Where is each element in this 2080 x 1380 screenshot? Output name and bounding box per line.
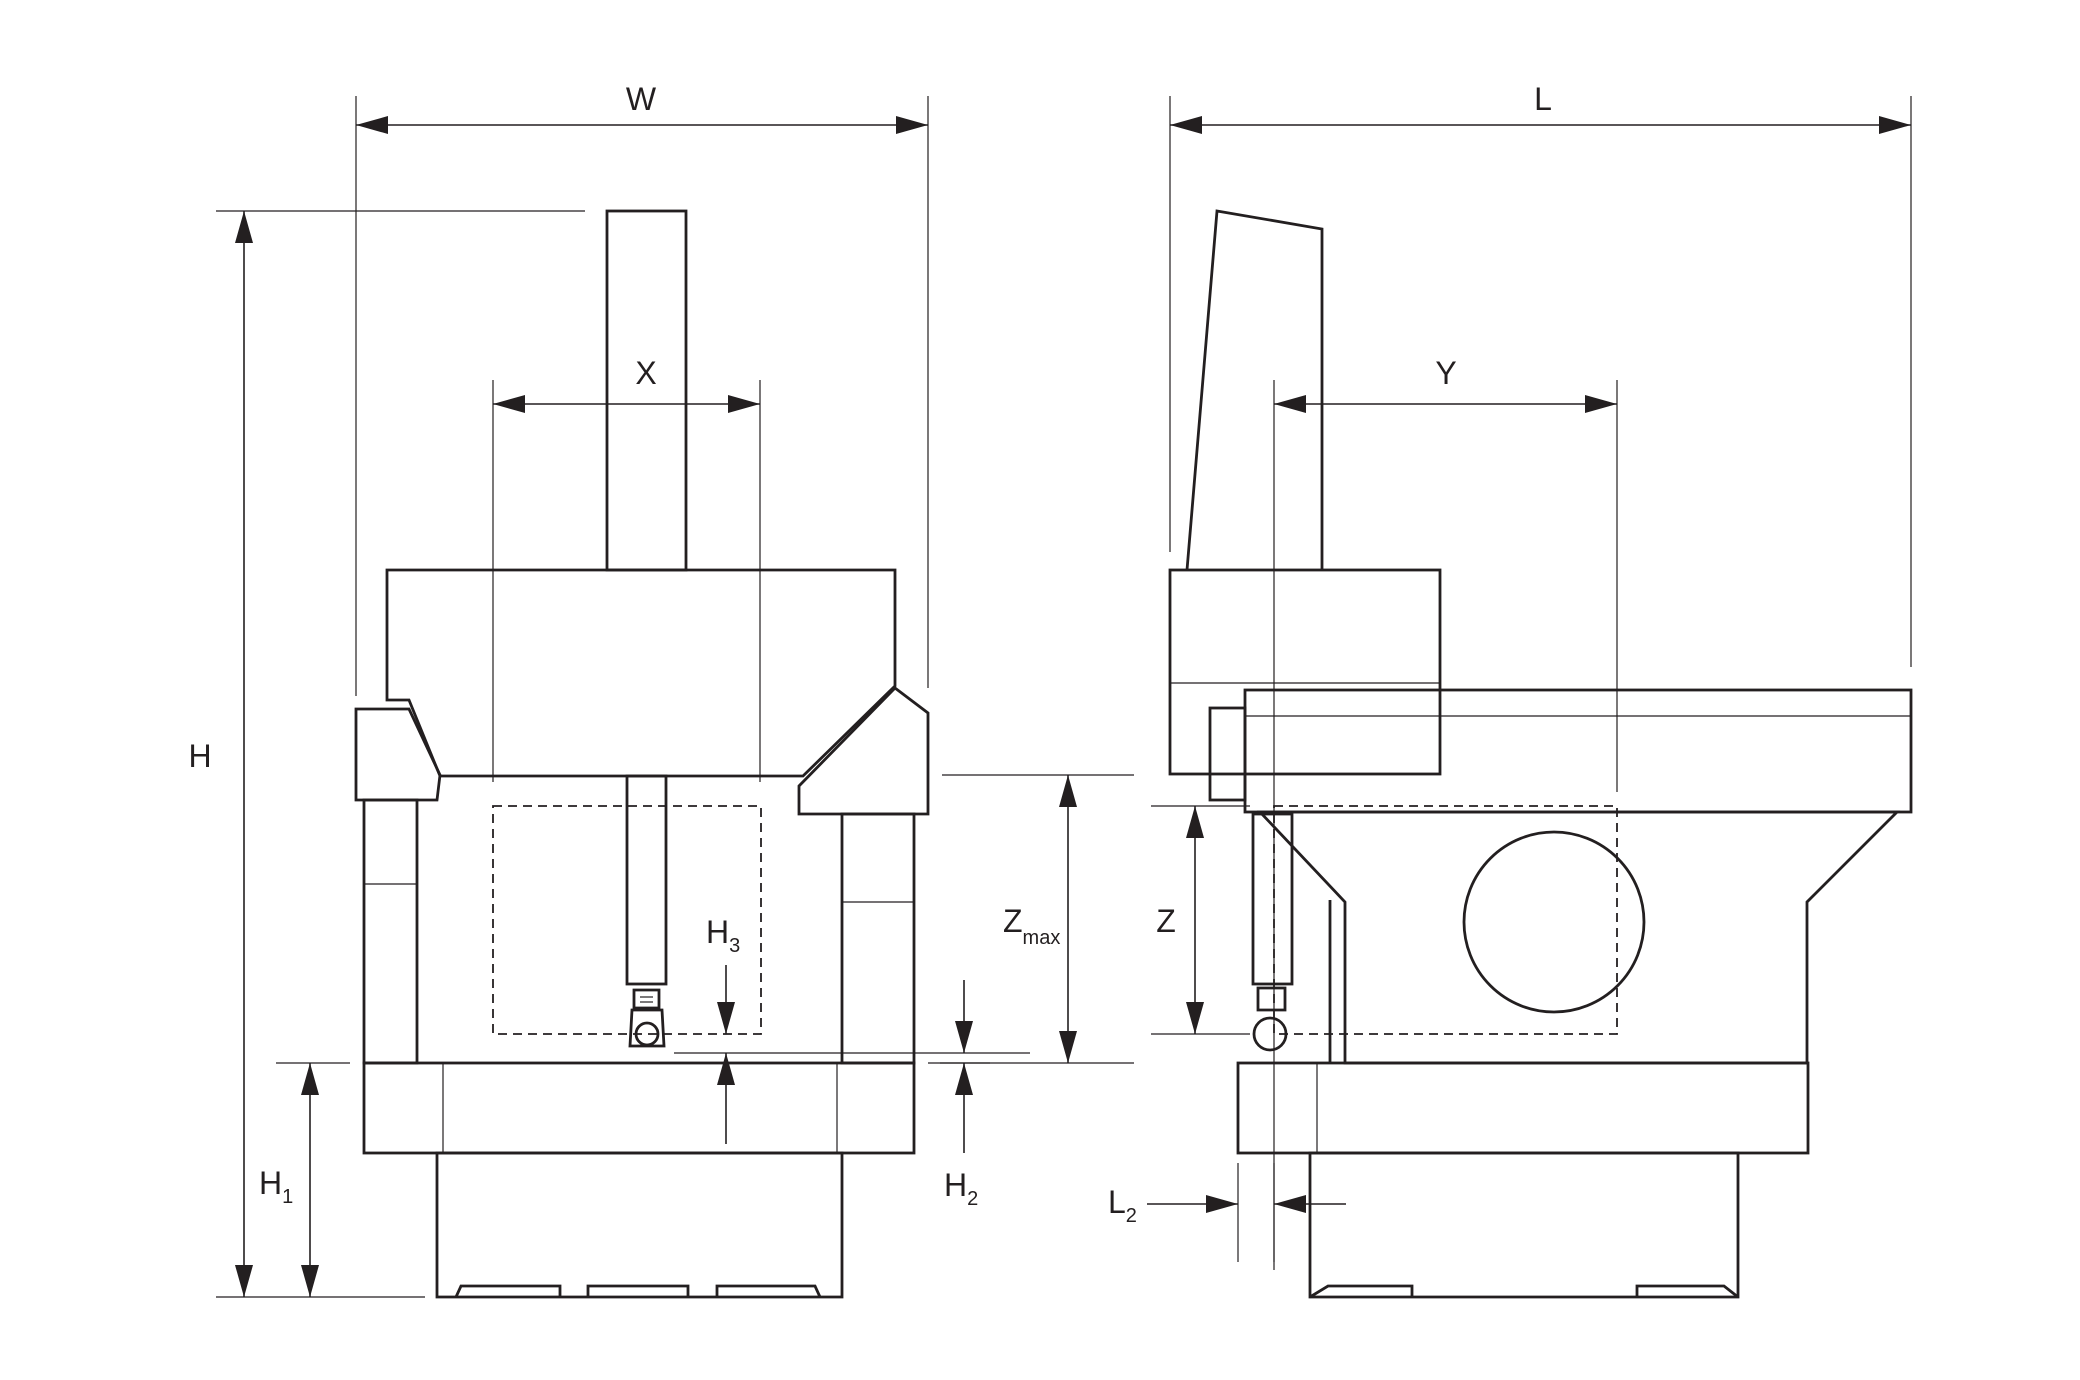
- label-z: Z: [1156, 903, 1176, 939]
- front-table: [362, 1061, 916, 1155]
- side-probe-head: [1252, 986, 1288, 1052]
- front-view: [354, 209, 930, 1299]
- side-table: [1236, 1061, 1810, 1155]
- side-bridge-beam: [1243, 688, 1913, 814]
- label-y: Y: [1435, 355, 1456, 391]
- front-measuring-volume: [492, 805, 762, 1035]
- dimensions: [216, 96, 1912, 1298]
- label-l: L: [1534, 81, 1552, 117]
- label-zmax: Zmax: [1003, 903, 1060, 949]
- side-circle: [1462, 830, 1646, 1014]
- side-small-block: [1208, 706, 1247, 802]
- dimension-labels: W L H X Y Z Zmax H1 H2 H3 L2: [188, 81, 1551, 1227]
- label-w: W: [626, 81, 657, 117]
- side-probe-spindle: [1251, 812, 1294, 986]
- front-left-leg: [362, 798, 419, 1065]
- label-x: X: [635, 355, 656, 391]
- label-h3: H3: [706, 914, 740, 957]
- side-column: [1185, 209, 1324, 571]
- front-left-cap: [354, 707, 442, 802]
- label-h1: H1: [259, 1165, 293, 1208]
- side-view: [1168, 209, 1913, 1299]
- label-h: H: [188, 738, 211, 774]
- side-body: [1256, 810, 1901, 1065]
- front-right-cap: [797, 686, 930, 816]
- front-probe-spindle: [625, 774, 668, 986]
- label-h2: H2: [944, 1167, 978, 1210]
- front-right-leg: [840, 812, 916, 1065]
- front-bridge: [385, 568, 897, 778]
- front-base: [435, 1151, 844, 1299]
- label-l2: L2: [1108, 1184, 1137, 1227]
- side-base: [1308, 1151, 1740, 1299]
- front-probe-head: [628, 988, 666, 1048]
- side-carriage: [1168, 568, 1442, 776]
- side-measuring-volume: [1273, 805, 1618, 1035]
